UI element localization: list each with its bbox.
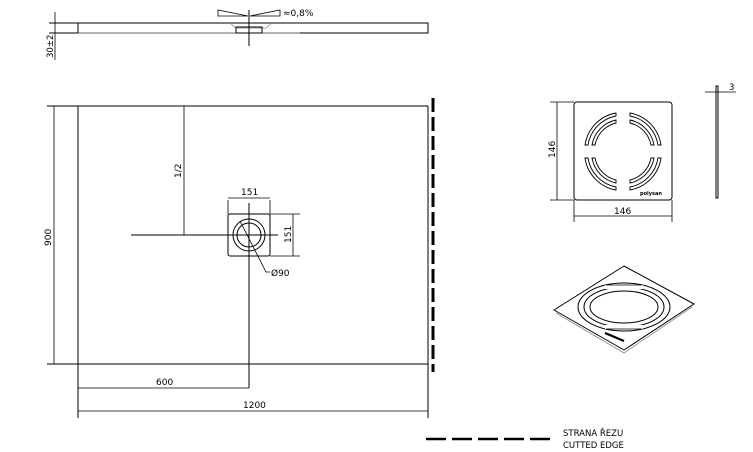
drain-height-label: 151 [284,226,294,243]
slope-label: ≈0,8% [283,9,314,19]
drain-width-label: 151 [241,188,258,198]
legend-line2: CUTTED EDGE [563,441,624,451]
drain-diameter-label: Ø90 [271,268,290,279]
profile-thickness-label: 30±2 [46,35,56,58]
plan-view: 900 1/2 151 151 Ø90 600 1200 [44,98,435,418]
depth-label: 900 [44,229,54,246]
grate-width-label: 146 [614,207,631,217]
legend-line1: STRANA ŘEZU [563,428,623,439]
grate-top-view: 146 146 polysan [548,101,673,222]
half-label: 1/2 [174,164,184,178]
grate-slots [584,112,662,191]
grate-isometric-view [553,265,695,354]
grate-thickness-label: 3 [729,83,734,93]
profile-view: 30±2 ≈0,8% [46,9,429,60]
grate-height-label: 146 [548,141,558,158]
offset-600-label: 600 [156,378,173,388]
brand-mark: polysan [640,191,662,197]
legend: STRANA ŘEZU CUTTED EDGE [426,428,624,451]
grate-side-view: 3 [705,83,736,199]
width-1200-label: 1200 [243,401,266,411]
